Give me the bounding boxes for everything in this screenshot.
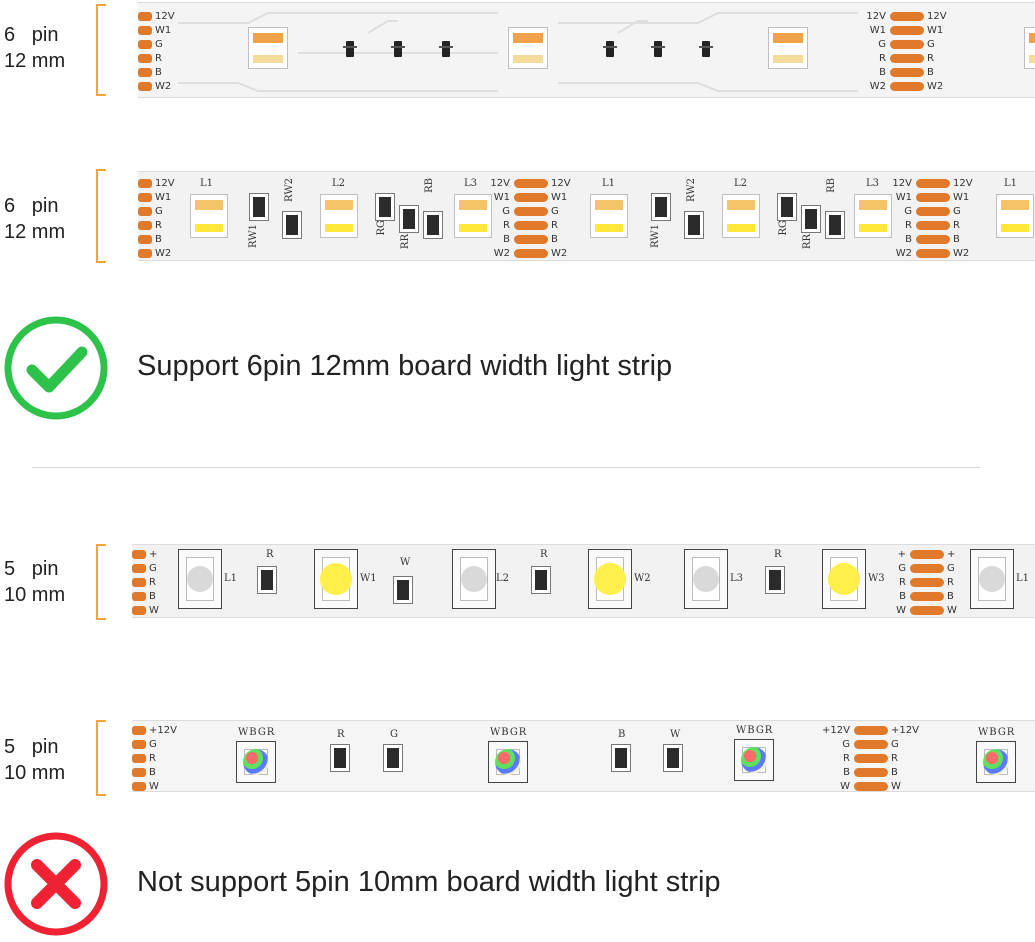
support-text: Support 6pin 12mm board width light stri…: [137, 350, 673, 382]
bracket: [96, 544, 106, 620]
led-chip: [970, 549, 1014, 609]
strip-spec-5pin-b: 5 pin 10 mm +12V G R B W WBGR R G WBGR B…: [0, 716, 1035, 798]
spec-label: 5 pin 10 mm: [4, 736, 66, 784]
led-chip: [488, 741, 528, 783]
resistor: [801, 205, 821, 233]
led-chip: [588, 549, 632, 609]
resistor: [282, 211, 302, 239]
led-chip: [996, 194, 1034, 238]
led-chip: [734, 739, 774, 781]
led-label: L2: [734, 178, 748, 189]
support-notice: Support 6pin 12mm board width light stri…: [0, 316, 1035, 426]
led-label: L3: [866, 178, 880, 189]
led-label: L1: [1004, 178, 1018, 189]
resistor: [257, 566, 277, 594]
diode: [603, 41, 617, 57]
pin-word: pin: [31, 24, 59, 46]
diode: [651, 41, 665, 57]
diode: [343, 41, 357, 57]
light-strip-image: + G R B W L1 R W1 W L2 R W2 L3 R W3 ++ G…: [132, 544, 1035, 618]
resistor: [393, 576, 413, 604]
pin-group-left: 12V W1 G R B W2: [138, 9, 175, 93]
resistor: [531, 566, 551, 594]
light-strip-image: +12V G R B W WBGR R G WBGR B W WBGR +12V…: [132, 720, 1035, 792]
strip-spec-6pin-a: 6 pin 12 mm 12V W1 G R B W2: [0, 0, 1035, 110]
resistor: [651, 193, 671, 221]
led-chip: [1024, 27, 1035, 69]
board-width: 12 mm: [4, 50, 66, 72]
led-chip: [590, 194, 628, 238]
resistor: [399, 205, 419, 233]
diode: [699, 41, 713, 57]
pin-count: 6: [4, 24, 16, 46]
unsupported-text: Not support 5pin 10mm board width light …: [137, 866, 721, 898]
bracket: [96, 169, 106, 263]
led-chip: [722, 194, 760, 238]
pin-group-left: 12V W1 G R B W2: [138, 176, 175, 260]
led-chip: [248, 27, 288, 69]
led-label: L3: [464, 178, 478, 189]
pin-group-left: + G R B W: [132, 547, 159, 617]
led-chip: [320, 194, 358, 238]
led-label: L1: [200, 178, 214, 189]
led-label: L2: [332, 178, 346, 189]
bracket: [96, 720, 106, 796]
led-chip: [190, 194, 228, 238]
resistor: [777, 193, 797, 221]
led-chip: [452, 549, 496, 609]
led-chip: [314, 549, 358, 609]
led-chip: [508, 27, 548, 69]
resistor: [765, 566, 785, 594]
resistor: [684, 211, 704, 239]
led-chip: [854, 194, 892, 238]
led-chip: [236, 741, 276, 783]
resistor: [249, 193, 269, 221]
led-chip: [822, 549, 866, 609]
led-label: L1: [602, 178, 616, 189]
led-chip: [454, 194, 492, 238]
resistor: [825, 211, 845, 239]
resistor: [611, 744, 631, 772]
diode: [391, 41, 405, 57]
bracket: [96, 4, 106, 96]
led-chip: [976, 741, 1016, 783]
spec-label: 6 pin 12 mm: [4, 22, 84, 74]
unsupported-notice: Not support 5pin 10mm board width light …: [0, 832, 1035, 942]
light-strip-image: 12V W1 G R B W2 L1 RW1 RW2 L2 RG RR RB L…: [138, 171, 1035, 261]
led-chip: [768, 27, 808, 69]
resistor: [330, 744, 350, 772]
resistor: [423, 211, 443, 239]
check-circle-icon: [4, 316, 108, 420]
resistor: [383, 744, 403, 772]
strip-spec-6pin-b: 6 pin 12 mm 12V W1 G R B W2 L1 RW1 RW2 L…: [0, 165, 1035, 265]
pin-group-left: +12V G R B W: [132, 723, 177, 791]
resistor: [663, 744, 683, 772]
spec-label: 6 pin 12 mm: [4, 195, 66, 243]
resistor: [375, 193, 395, 221]
diode: [439, 41, 453, 57]
led-chip: [684, 549, 728, 609]
strip-spec-5pin-a: 5 pin 10 mm + G R B W L1 R W1 W L2 R W2 …: [0, 540, 1035, 622]
divider: [32, 467, 980, 468]
led-chip: [178, 549, 222, 609]
x-circle-icon: [4, 832, 108, 936]
spec-label: 5 pin 10 mm: [4, 558, 66, 606]
